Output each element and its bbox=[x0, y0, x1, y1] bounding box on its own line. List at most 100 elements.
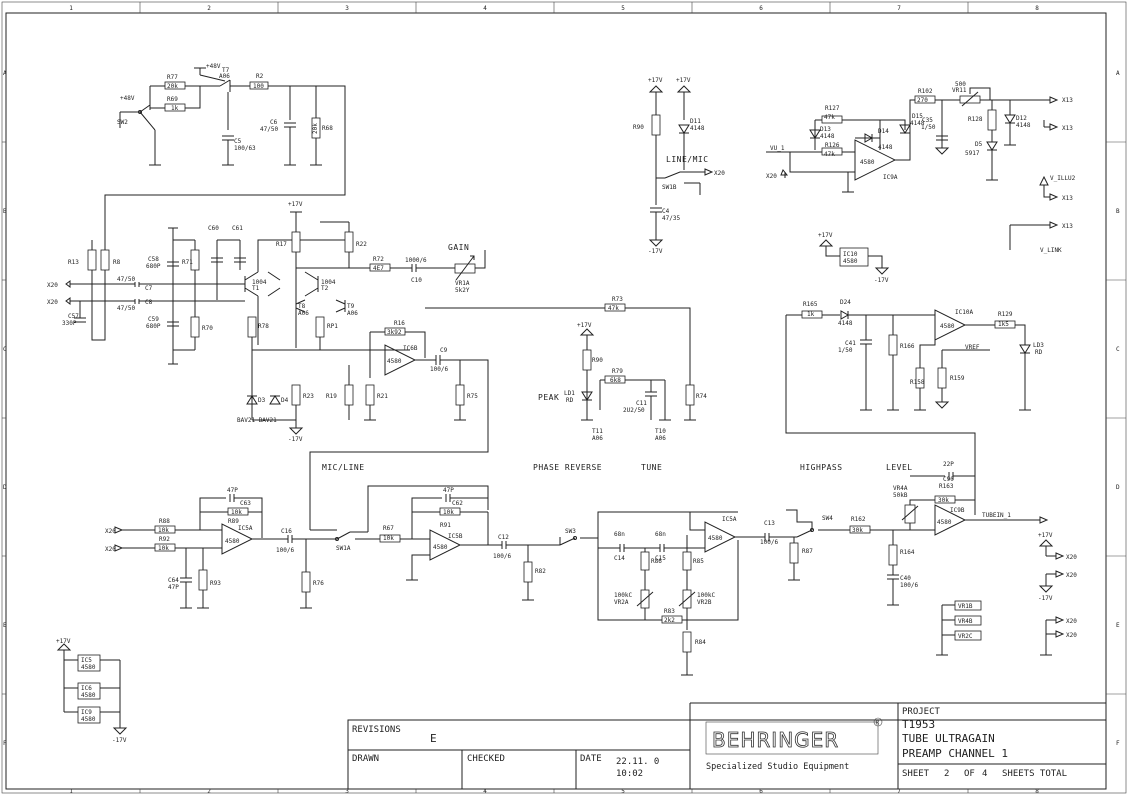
label: R164 bbox=[900, 549, 915, 556]
label: R83 bbox=[664, 608, 675, 615]
label: 5k2Y bbox=[455, 287, 470, 294]
label: 68n bbox=[614, 531, 625, 538]
label: 100/6 bbox=[493, 553, 511, 560]
row-letter: C bbox=[3, 346, 7, 353]
label: 10k bbox=[158, 545, 169, 552]
label: SW4 bbox=[822, 515, 833, 522]
label: T11 bbox=[592, 428, 603, 435]
label: V_ILLU2 bbox=[1050, 175, 1076, 182]
section-label: GAIN bbox=[448, 243, 469, 252]
label: X20 bbox=[1066, 618, 1077, 625]
label: 10k bbox=[383, 535, 394, 542]
label: 47/35 bbox=[662, 215, 680, 222]
label: 2k2 bbox=[664, 617, 675, 624]
label: R93 bbox=[210, 580, 221, 587]
label: VREF bbox=[965, 344, 980, 351]
label: SW1B bbox=[662, 184, 677, 191]
col-number: 3 bbox=[345, 788, 349, 795]
label: 4580 bbox=[708, 535, 723, 542]
label: D13 bbox=[820, 126, 831, 133]
label: A06 bbox=[219, 73, 230, 80]
label: -17V bbox=[288, 436, 303, 443]
label: 1k bbox=[171, 105, 179, 112]
label: 4580 bbox=[433, 544, 448, 551]
label: 1k5 bbox=[998, 321, 1009, 328]
revision-letter: E bbox=[430, 732, 437, 745]
label: 500 bbox=[955, 81, 966, 88]
label: VR11 bbox=[952, 87, 967, 94]
label: D11 bbox=[690, 118, 701, 125]
label: R92 bbox=[159, 536, 170, 543]
label: T8 bbox=[298, 303, 306, 310]
ic-power-pins: +17V IC5 4580 IC6 4580 IC9 4580 -17V bbox=[56, 638, 128, 744]
label: C10 bbox=[411, 277, 422, 284]
label: R166 bbox=[900, 343, 915, 350]
label: RD bbox=[566, 397, 574, 404]
label: VR4B bbox=[958, 618, 973, 625]
label: D3 bbox=[258, 397, 266, 404]
label: R19 bbox=[326, 393, 337, 400]
channel-name: PREAMP CHANNEL 1 bbox=[902, 747, 1008, 760]
label: 47k bbox=[824, 151, 835, 158]
label: C57 bbox=[68, 313, 79, 320]
label: VR2B bbox=[697, 599, 712, 606]
label: R8 bbox=[113, 259, 121, 266]
label: 100/6 bbox=[430, 366, 448, 373]
label: LD3 bbox=[1033, 342, 1044, 349]
col-number: 1 bbox=[69, 788, 73, 795]
label: 3k92 bbox=[387, 329, 402, 336]
label: V_LINK bbox=[1040, 247, 1062, 254]
label: 4148 bbox=[820, 133, 835, 140]
vu-meter-section: R127 47k R126 47k D13 4148 D14 4148 IC9A… bbox=[766, 81, 1076, 254]
label: 20k bbox=[167, 83, 178, 90]
label: 6k8 bbox=[610, 377, 621, 384]
label: X20 bbox=[766, 173, 777, 180]
col-number: 5 bbox=[621, 5, 625, 12]
label: T7 bbox=[222, 67, 230, 74]
label: 47P bbox=[443, 487, 454, 494]
row-letter: D bbox=[3, 484, 7, 491]
label: R70 bbox=[202, 325, 213, 332]
section-label: HIGHPASS bbox=[800, 463, 843, 472]
label: 680P bbox=[146, 263, 161, 270]
date-value: 22.11. 0 bbox=[616, 757, 659, 767]
label: C58 bbox=[148, 256, 159, 263]
label: RD bbox=[1035, 349, 1043, 356]
label: T2 bbox=[321, 285, 329, 292]
label: IC9 bbox=[81, 709, 92, 716]
label: X20 bbox=[47, 282, 58, 289]
col-number: 7 bbox=[897, 788, 901, 795]
section-labels: MIC/LINE PHASE REVERSE TUNE HIGHPASS LEV… bbox=[322, 463, 912, 472]
label: R158 bbox=[910, 379, 925, 386]
row-letter: D bbox=[1116, 484, 1120, 491]
row-letter: A bbox=[1116, 70, 1120, 77]
col-number: 2 bbox=[207, 5, 211, 12]
brand-logo: BEHRINGER bbox=[712, 728, 839, 752]
label: C13 bbox=[764, 520, 775, 527]
label: R85 bbox=[693, 558, 704, 565]
label: C15 bbox=[655, 555, 666, 562]
label: +17V bbox=[288, 201, 303, 208]
row-letter: B bbox=[3, 208, 7, 215]
label: IC6 bbox=[81, 685, 92, 692]
label: +17V bbox=[676, 77, 691, 84]
label: IC10A bbox=[955, 309, 973, 316]
label: X13 bbox=[1062, 223, 1073, 230]
label: +17V bbox=[577, 322, 592, 329]
label: VR2A bbox=[614, 599, 629, 606]
label: 4580 bbox=[81, 664, 96, 671]
label: C6 bbox=[270, 119, 278, 126]
label: TUBEIN_1 bbox=[982, 512, 1011, 519]
section-label: TUNE bbox=[641, 463, 662, 472]
label: A06 bbox=[655, 435, 666, 442]
label: 10k bbox=[158, 527, 169, 534]
label: R22 bbox=[356, 241, 367, 248]
label: T10 bbox=[655, 428, 666, 435]
label: IC5B bbox=[448, 533, 463, 540]
peak-led-section: +17V R90 PEAK LD1 RD R79 6k8 C11 2U2/50 … bbox=[538, 322, 707, 442]
label: SW2 bbox=[117, 119, 128, 126]
label: C40 bbox=[900, 575, 911, 582]
project-label: PROJECT bbox=[902, 707, 941, 717]
